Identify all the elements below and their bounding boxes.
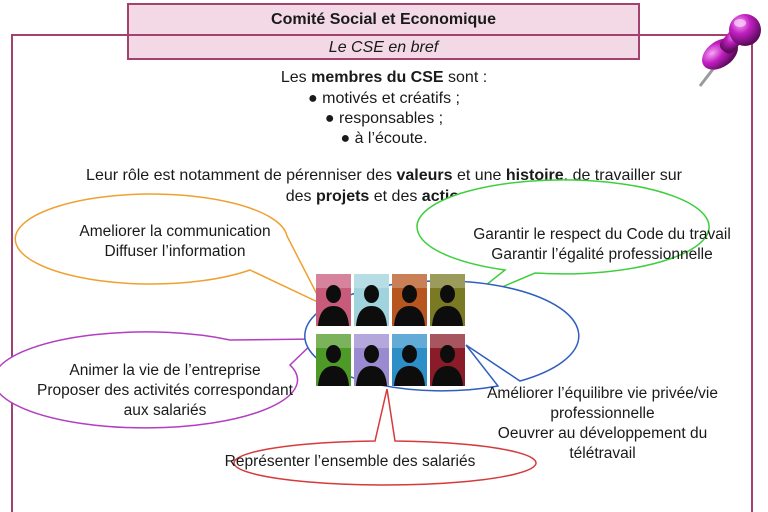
member-silhouette-icon bbox=[430, 334, 465, 386]
bubble-line: Oeuvrer au développement du bbox=[497, 425, 708, 442]
speech-bubble-code-du-travail bbox=[416, 179, 710, 305]
bubble-line: Proposer des activités correspondant bbox=[37, 382, 293, 399]
bubble-line: aux salariés bbox=[123, 402, 207, 419]
member-silhouette-icon bbox=[430, 274, 465, 326]
member-quality-3: ● à l’écoute. bbox=[340, 130, 428, 147]
speech-bubble-representer bbox=[233, 388, 537, 486]
bubble-line: Garantir le respect du Code du travail bbox=[473, 226, 731, 243]
page-subtitle: Le CSE en bref bbox=[328, 39, 439, 56]
page-title: Comité Social et Economique bbox=[271, 11, 496, 28]
role-text-part: , de travailler sur bbox=[563, 167, 682, 184]
member-silhouette-icon bbox=[392, 334, 427, 386]
bubble-line: Diffuser l’information bbox=[104, 243, 246, 260]
title-banner: Comité Social et Economique Le CSE en br… bbox=[127, 3, 640, 60]
role-text-part: Leur rôle est notamment de pérenniser de… bbox=[86, 167, 397, 184]
bubble-line: Améliorer l’équilibre vie privée/vie bbox=[487, 385, 718, 402]
bubble-text-equilibre: Améliorer l’équilibre vie privée/vie pro… bbox=[475, 384, 730, 464]
bubble-text-vie-entreprise: Animer la vie de l’entreprise Proposer d… bbox=[20, 361, 310, 421]
role-text-part: des bbox=[285, 188, 316, 205]
bubble-text-code-du-travail: Garantir le respect du Code du travail G… bbox=[452, 225, 752, 265]
bubble-line: Animer la vie de l’entreprise bbox=[69, 362, 261, 379]
intro-bold: membres du CSE bbox=[311, 69, 444, 86]
role-keyword-valeurs: valeurs bbox=[396, 167, 453, 184]
bubble-line: professionnelle bbox=[550, 405, 655, 422]
members-portrait-grid bbox=[316, 274, 465, 386]
bubble-line: Représenter l’ensemble des salariés bbox=[224, 453, 476, 470]
role-text-part: et des bbox=[369, 188, 422, 205]
role-text-part: et une bbox=[452, 167, 506, 184]
speech-bubble-communication bbox=[14, 193, 324, 306]
role-keyword-projets: projets bbox=[315, 188, 370, 205]
banner-divider bbox=[129, 34, 638, 36]
member-quality-1: ● motivés et créatifs ; bbox=[308, 90, 460, 107]
members-intro: Les membres du CSE sont : bbox=[0, 68, 768, 88]
member-silhouette-icon bbox=[316, 274, 351, 326]
member-silhouette-icon bbox=[392, 274, 427, 326]
bubble-line: Garantir l’égalité professionnelle bbox=[491, 246, 713, 263]
intro-prefix: Les bbox=[280, 69, 312, 86]
member-silhouette-icon bbox=[354, 274, 389, 326]
member-silhouette-icon bbox=[354, 334, 389, 386]
bubble-line: télétravail bbox=[569, 445, 636, 462]
bubble-line: Ameliorer la communication bbox=[79, 223, 271, 240]
bubble-text-representer: Représenter l’ensemble des salariés bbox=[200, 452, 500, 472]
speech-bubble-vie-entreprise bbox=[0, 331, 319, 429]
member-silhouette-icon bbox=[316, 334, 351, 386]
bubble-text-communication: Ameliorer la communication Diffuser l’in… bbox=[60, 222, 290, 262]
push-pin-icon bbox=[698, 14, 761, 87]
intro-suffix: sont : bbox=[443, 69, 488, 86]
member-quality-2: ● responsables ; bbox=[324, 110, 444, 127]
